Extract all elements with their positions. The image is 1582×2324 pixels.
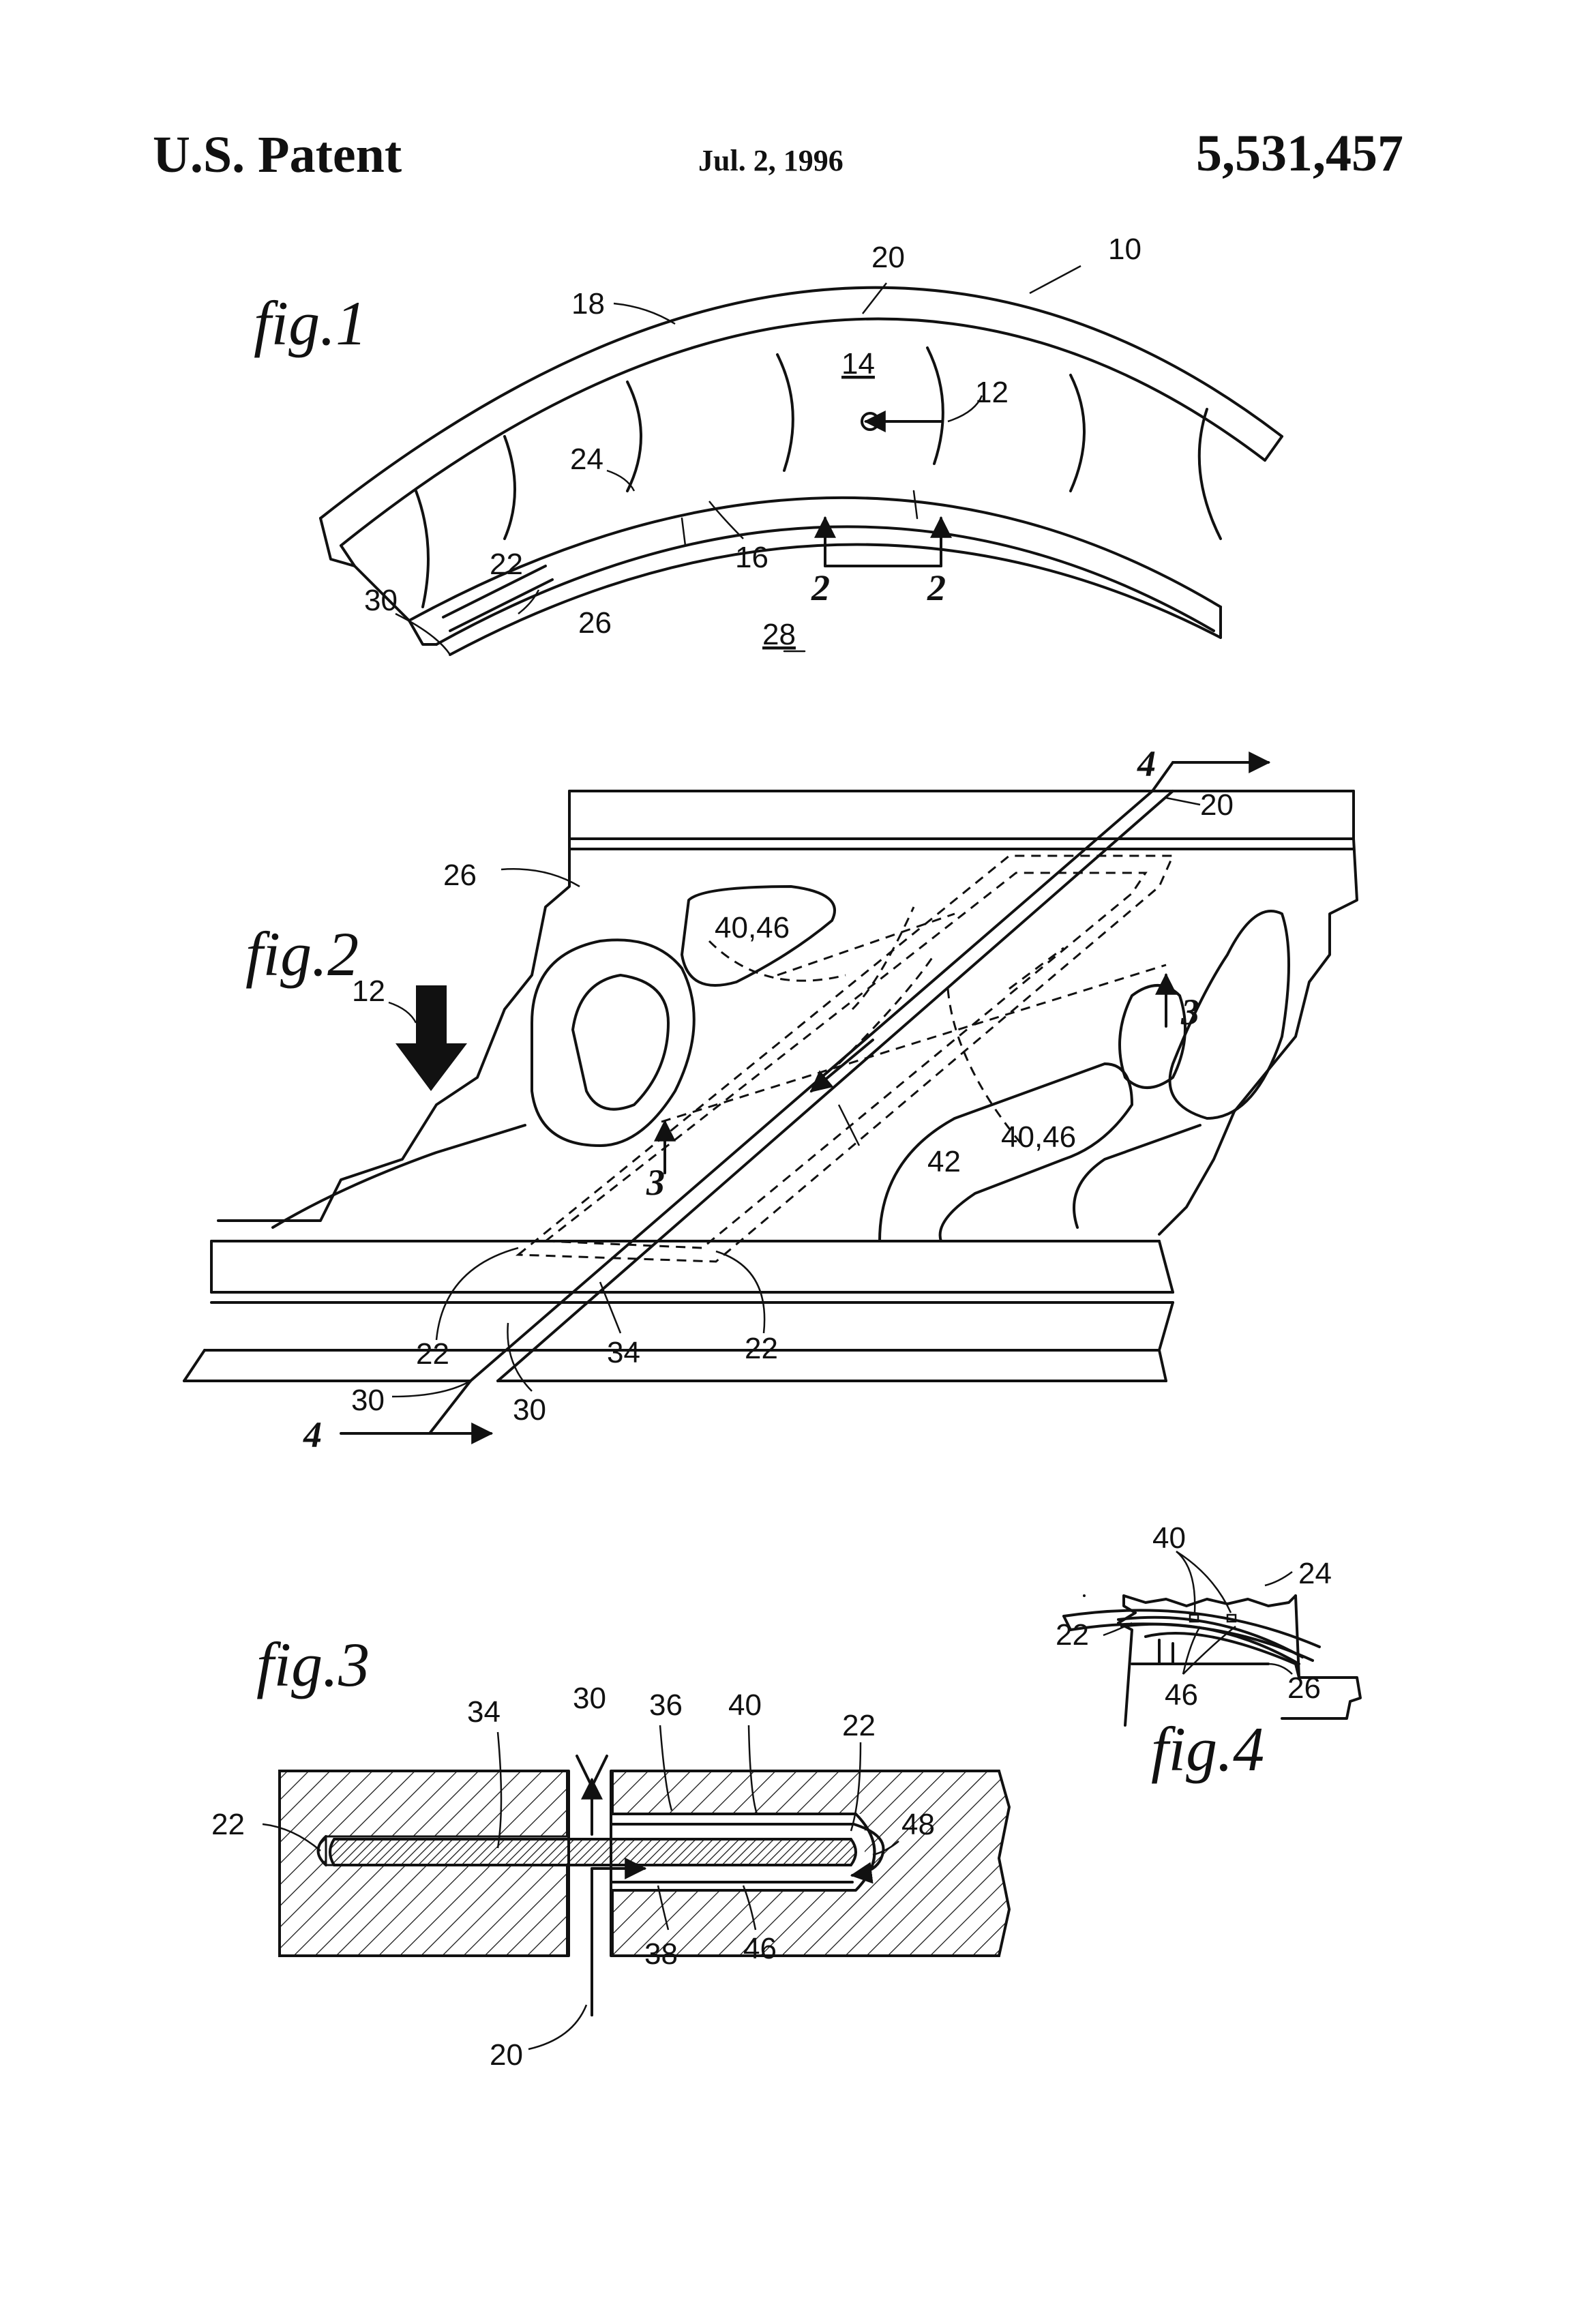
figure-3: fig.3 34 30 — [211, 1630, 1009, 2072]
fig2-label-30-a: 30 — [351, 1384, 385, 1417]
fig2-section-4-top: 4 — [1137, 743, 1156, 784]
fig2-label-12: 12 — [352, 974, 385, 1008]
fig3-label-46: 46 — [743, 1932, 777, 1965]
fig3-label-22-left: 22 — [211, 1808, 245, 1841]
fig4-label-26: 26 — [1287, 1671, 1321, 1705]
fig3-label-36: 36 — [649, 1688, 683, 1722]
fig3-label-34: 34 — [467, 1695, 501, 1729]
fig3-label-22-top: 22 — [842, 1709, 876, 1742]
fig2-section-3-right: 3 — [1180, 992, 1199, 1032]
fig1-section-2b: 2 — [927, 567, 946, 608]
fig1-label-30: 30 — [364, 584, 398, 617]
fig3-label-30: 30 — [573, 1682, 606, 1715]
fig4-title: fig.4 — [1151, 1714, 1264, 1784]
fig2-label-40-46-a: 40,46 — [715, 911, 790, 944]
fig2-label-30-b: 30 — [513, 1393, 546, 1427]
fig1-label-14: 14 — [841, 347, 875, 381]
fig4-label-40: 40 — [1152, 1521, 1186, 1555]
fig1-label-20: 20 — [871, 241, 905, 274]
fig2-label-22-a: 22 — [416, 1337, 449, 1371]
fig3-label-38: 38 — [644, 1937, 678, 1971]
fig4-label-46: 46 — [1165, 1678, 1198, 1712]
fig1-label-22: 22 — [490, 548, 523, 581]
fig2-section-4-bottom: 4 — [303, 1414, 322, 1455]
fig1-label-24: 24 — [570, 443, 603, 476]
fig3-label-20: 20 — [490, 2038, 523, 2072]
figure-4: fig.4 40 24 22 46 26 — [1056, 1521, 1360, 1784]
fig2-label-26: 26 — [443, 859, 477, 892]
fig2-section-3-left: 3 — [646, 1162, 665, 1203]
figure-1: fig.1 — [254, 233, 1282, 655]
fig2-title: fig.2 — [245, 919, 359, 989]
fig2-label-20: 20 — [1200, 788, 1234, 822]
fig2-label-40-46-b: 40,46 — [1001, 1120, 1076, 1154]
fig1-label-26: 26 — [578, 606, 612, 640]
fig3-label-48: 48 — [901, 1808, 935, 1841]
fig4-label-24: 24 — [1298, 1557, 1332, 1590]
fig1-label-28: 28 — [762, 618, 796, 651]
fig1-label-10: 10 — [1108, 233, 1141, 266]
fig3-label-40: 40 — [728, 1688, 762, 1722]
figure-2: fig.2 — [184, 743, 1357, 1455]
fig4-label-22: 22 — [1056, 1618, 1089, 1652]
fig3-title: fig.3 — [256, 1630, 370, 1699]
fig1-section-2a: 2 — [811, 567, 830, 608]
fig1-label-12: 12 — [975, 376, 1009, 409]
fig2-label-22-b: 22 — [745, 1332, 778, 1365]
fig2-label-34: 34 — [607, 1336, 640, 1369]
fig1-title: fig.1 — [254, 288, 367, 358]
fig2-label-42: 42 — [927, 1145, 961, 1178]
fig1-label-16: 16 — [735, 541, 768, 574]
fig1-label-18: 18 — [571, 287, 605, 321]
